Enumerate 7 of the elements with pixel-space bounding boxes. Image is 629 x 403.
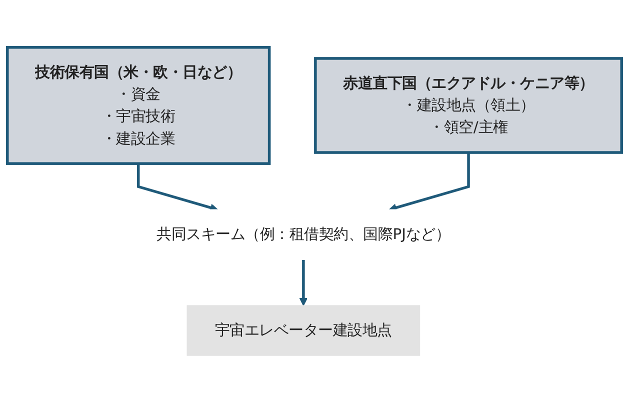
node-text: 共同スキーム（例：租借契約、国際PJなど） (156, 225, 450, 243)
arrow (136, 164, 218, 212)
arrow (299, 260, 308, 306)
node-box: 技術保有国（米・欧・日など） ・資金 ・宇宙技術 ・建設企業 (6, 46, 271, 166)
node-box: 宇宙エレベーター建設地点 (186, 305, 420, 356)
arrow (388, 152, 470, 212)
node-box: 赤道直下国（エクアドル・ケニア等） ・建設地点（領土） ・領空/主権 (314, 57, 623, 154)
